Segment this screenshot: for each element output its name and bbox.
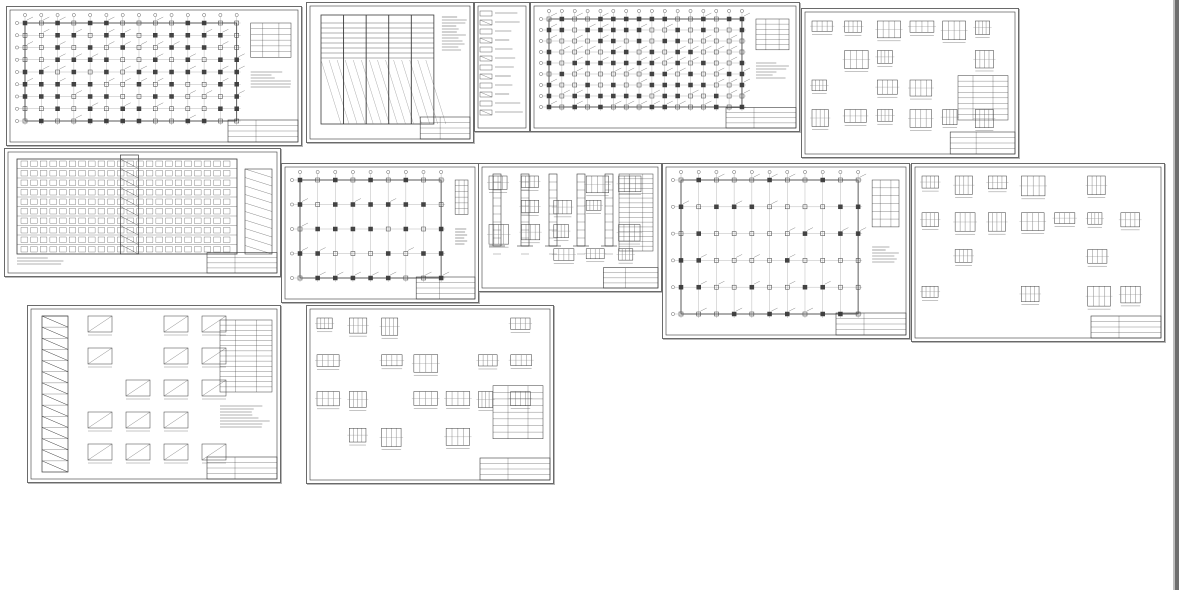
sheet-drawing	[7, 151, 278, 274]
sheet-legend[interactable]	[474, 2, 530, 132]
sheet-slab-reinforcement[interactable]	[662, 163, 910, 339]
sheet-reinforcement-cages[interactable]	[911, 163, 1165, 342]
sheet-drawing	[477, 5, 527, 129]
sheet-pile-field-plan[interactable]	[530, 2, 800, 132]
sheet-drawing	[9, 9, 299, 143]
sheet-drawing	[30, 308, 278, 480]
sheet-drawing	[309, 308, 551, 481]
sheet-facade[interactable]	[4, 148, 281, 277]
sheet-drawing	[309, 5, 471, 140]
sheet-drawing	[804, 11, 1016, 155]
sheet-joint-details[interactable]	[306, 305, 554, 484]
sheet-drawing	[533, 5, 797, 129]
window-edge	[1175, 0, 1179, 590]
sheet-frame-plans[interactable]	[281, 163, 479, 303]
sheet-foundation-plan[interactable]	[6, 6, 302, 146]
sheet-stair-sections[interactable]	[27, 305, 281, 483]
sheet-section[interactable]	[306, 2, 474, 143]
window-edge-inner	[1173, 0, 1175, 590]
sheet-drawing	[665, 166, 907, 336]
sheet-drawing	[914, 166, 1162, 339]
sheet-drawing	[284, 166, 476, 300]
sheet-column-elevations[interactable]	[478, 163, 662, 292]
sheet-node-details[interactable]	[801, 8, 1019, 158]
sheet-drawing	[481, 166, 659, 289]
